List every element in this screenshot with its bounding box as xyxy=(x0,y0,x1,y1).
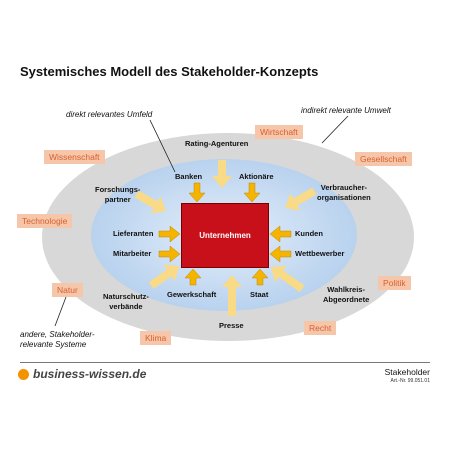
arrow-wettbewerber xyxy=(269,245,292,263)
arrow-verbraucher xyxy=(285,187,317,211)
footer-label: Stakeholder xyxy=(384,367,430,377)
footer-info: Stakeholder Art.-Nr. 99.051.01 xyxy=(385,367,430,384)
label-lieferanten: Lieferanten xyxy=(113,229,154,238)
label-kunden: Kunden xyxy=(295,229,323,238)
label-mitarbeiter: Mitarbeiter xyxy=(113,249,152,258)
label-wettbewerber: Wettbewerber xyxy=(295,249,345,258)
arrow-lieferanten xyxy=(158,225,181,243)
label-banken: Banken xyxy=(175,172,203,181)
brand-dot-icon xyxy=(18,368,29,380)
label-staat: Staat xyxy=(250,290,269,299)
tag-technologie: Technologie xyxy=(17,214,73,228)
arrow-banken xyxy=(188,182,206,203)
arrow-kunden xyxy=(269,225,292,243)
arrow-mitarbeiter xyxy=(158,245,181,263)
arrow-naturschutz xyxy=(148,264,179,289)
verbraucher-line-1: Verbraucher- xyxy=(320,183,368,192)
naturschutz-line-2: verbände xyxy=(109,302,143,311)
arrow-aktionaere xyxy=(243,182,261,203)
other-systems-pointer xyxy=(54,296,67,327)
arrow-gewerkschaft xyxy=(184,268,202,286)
arrow-forschungspartner xyxy=(134,190,166,214)
label-wahlkreis-abgeordnete: Wahlkreis- Abgeordnete xyxy=(323,285,369,305)
forschungspartner-line-1: Forschungs- xyxy=(95,185,141,194)
tag-gesellschaft: Gesellschaft xyxy=(355,152,412,166)
other-systems-line-2: relevante Systeme xyxy=(20,340,87,349)
footer-article-number: Art.-Nr. 99.051.01 xyxy=(390,378,430,384)
tag-recht: Recht xyxy=(304,321,337,335)
other-systems-annotation: andere, Stakeholder- relevante Systeme xyxy=(20,330,95,350)
forschungspartner-line-2: partner xyxy=(104,195,131,204)
label-presse: Presse xyxy=(219,321,244,330)
tag-wirtschaft: Wirtschaft xyxy=(255,125,303,139)
tag-politik: Politik xyxy=(378,276,411,290)
label-aktionaere: Aktionäre xyxy=(239,172,274,181)
center-company-label: Unternehmen xyxy=(199,231,251,240)
verbraucher-line-2: organisationen xyxy=(317,193,371,202)
tag-wissenschaft: Wissenschaft xyxy=(44,150,105,164)
label-gewerkschaft: Gewerkschaft xyxy=(167,290,217,299)
arrow-wahlkreis xyxy=(271,265,305,293)
arrow-presse xyxy=(222,275,242,316)
inner-env-pointer xyxy=(149,119,176,173)
naturschutz-line-1: Naturschutz- xyxy=(103,292,149,301)
label-rating-agenturen: Rating-Agenturen xyxy=(185,139,249,148)
footer-divider xyxy=(20,362,430,363)
other-systems-line-1: andere, Stakeholder- xyxy=(20,330,95,339)
page-title: Systemisches Modell des Stakeholder-Konz… xyxy=(20,64,319,79)
wahlkreis-line-1: Wahlkreis- xyxy=(327,285,365,294)
tag-klima: Klima xyxy=(140,331,172,345)
arrow-rating-agenturen xyxy=(212,160,232,188)
tag-natur: Natur xyxy=(52,283,83,297)
brand-name: business-wissen.de xyxy=(33,367,147,381)
inner-environment-annotation: direkt relevantes Umfeld xyxy=(66,110,153,119)
wahlkreis-line-2: Abgeordnete xyxy=(323,295,370,304)
label-forschungspartner: Forschungs- partner xyxy=(95,185,140,205)
outer-environment-annotation: indirekt relevante Umwelt xyxy=(301,106,391,115)
label-naturschutzverbaende: Naturschutz- verbände xyxy=(103,292,149,312)
outer-env-pointer xyxy=(321,115,349,144)
center-company-box: Unternehmen xyxy=(181,203,269,268)
brand-logo: business-wissen.de xyxy=(18,367,146,381)
label-verbraucherorganisationen: Verbraucher- organisationen xyxy=(317,183,371,203)
arrow-staat xyxy=(251,268,269,286)
